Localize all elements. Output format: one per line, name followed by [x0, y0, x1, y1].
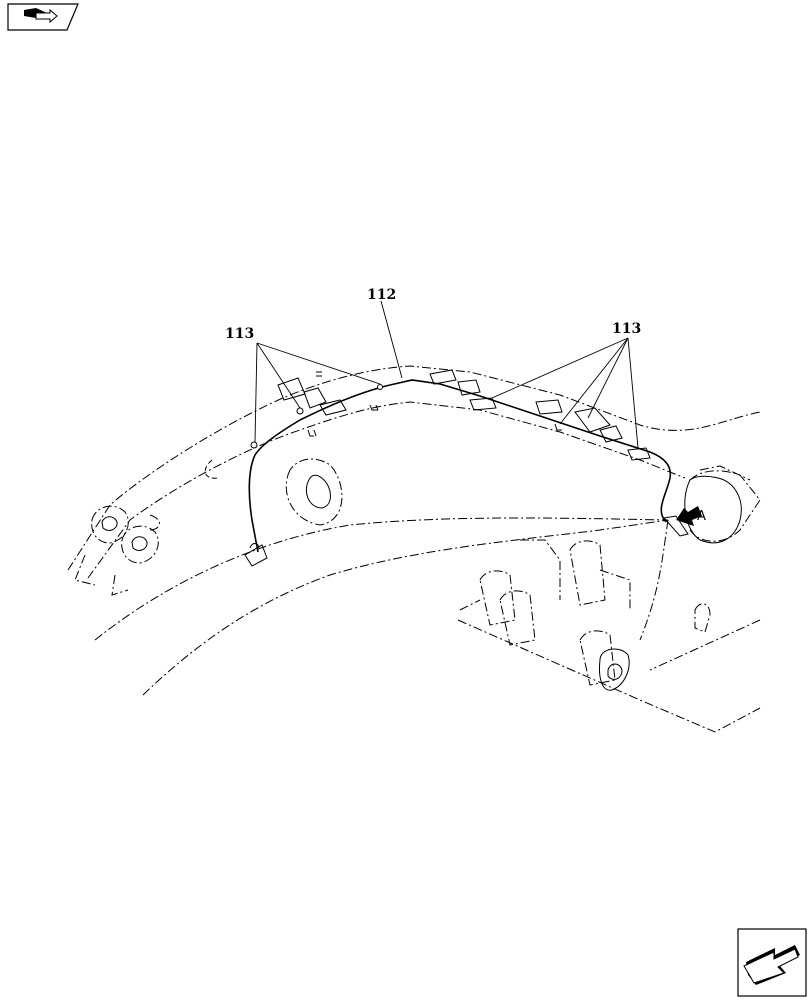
- book-arrow-icon[interactable]: [7, 3, 79, 31]
- next-page-arrow-icon[interactable]: [737, 928, 807, 997]
- view-label-a: A: [697, 509, 706, 524]
- callout-113-left: 113: [225, 326, 254, 342]
- view-a-arrow-icon: [676, 506, 702, 526]
- callout-113-right: 113: [612, 321, 641, 337]
- wire-harness: [244, 379, 689, 567]
- boom-foot-pins: [74, 505, 160, 596]
- boom-outline: [67, 365, 761, 696]
- leader-lines: [254, 300, 639, 449]
- clamp: [250, 441, 258, 449]
- callout-112: 112: [367, 287, 396, 303]
- clamp: [377, 384, 383, 390]
- clamp: [296, 407, 304, 415]
- harness-brackets: [250, 369, 651, 461]
- upper-structure: [457, 465, 761, 733]
